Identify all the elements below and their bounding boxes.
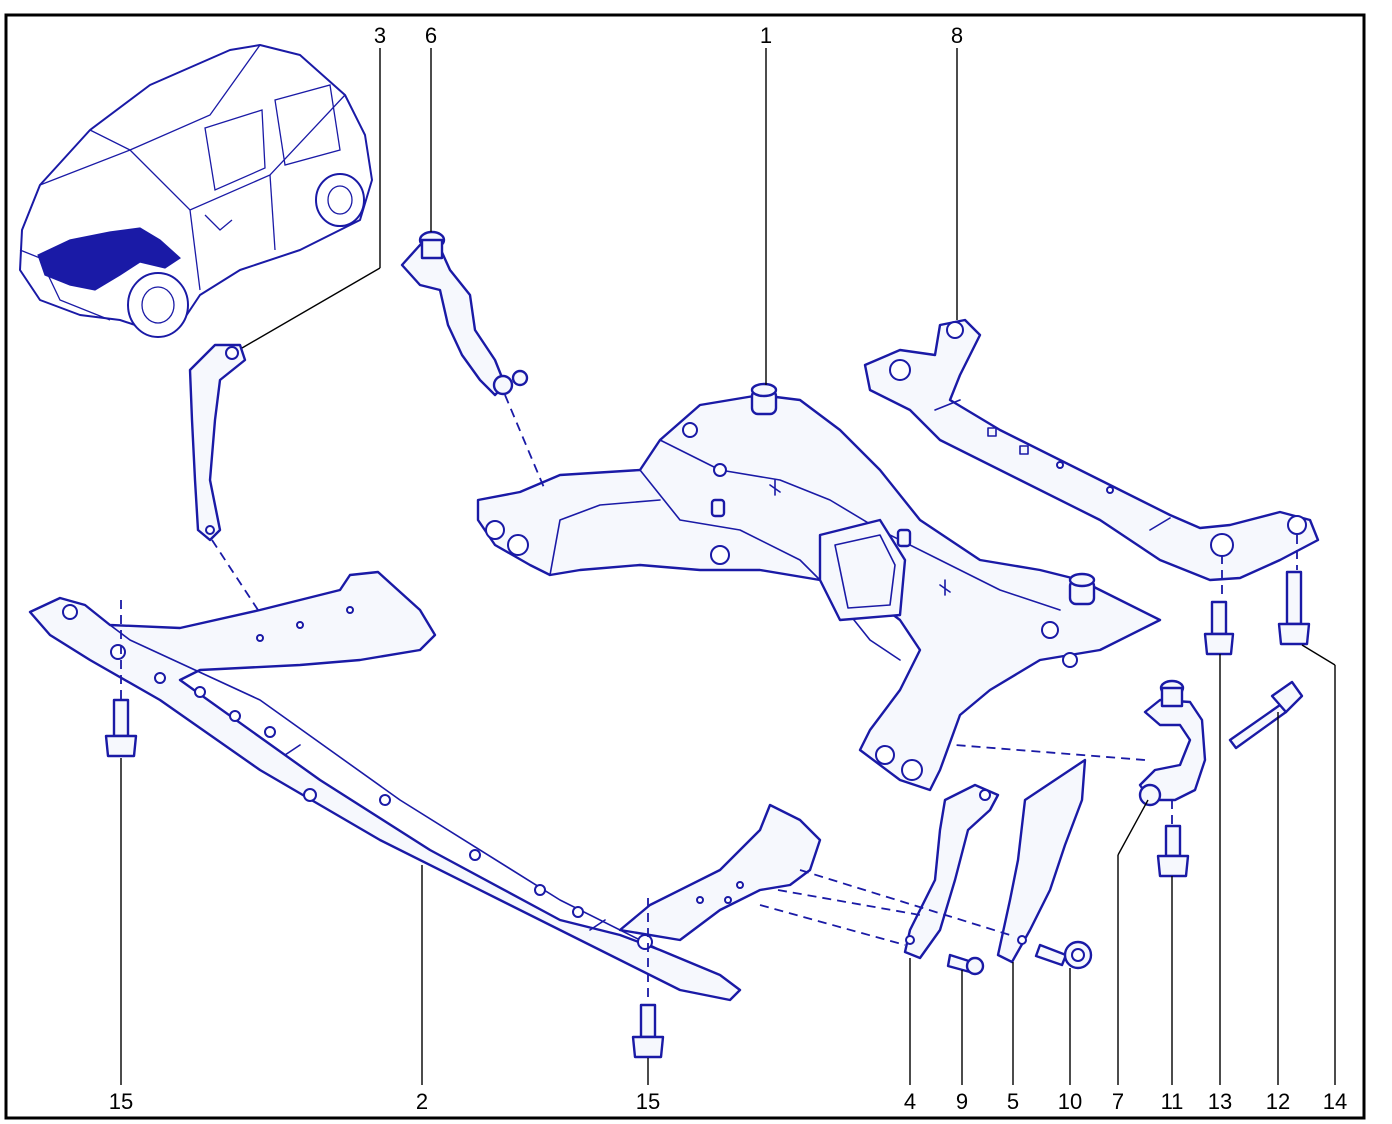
- callout-15-right: 15: [636, 1089, 660, 1114]
- callout-2: 2: [416, 1089, 428, 1114]
- bolt-part-10: [1034, 940, 1093, 970]
- callout-12: 12: [1266, 1089, 1290, 1114]
- callout-labels: 1 8 6 3 15 2 15 4 9 5 10 7 11 13 12 14: [109, 23, 1347, 1114]
- callout-4: 4: [904, 1089, 916, 1114]
- bolt-part-12: [1228, 680, 1304, 750]
- arm-part-6: [400, 230, 529, 397]
- callout-5: 5: [1007, 1089, 1019, 1114]
- crossmember-part-8: [863, 318, 1320, 582]
- subframe-location-highlight: [37, 227, 181, 291]
- assembly-lines: [120, 394, 1298, 1003]
- diagram-frame: [4, 13, 1366, 1120]
- leader-lines: [120, 48, 1336, 1085]
- crossmember-part-2: [28, 570, 822, 1002]
- callout-15-left: 15: [109, 1089, 133, 1114]
- bolt-part-15-left: [104, 698, 138, 758]
- callout-11: 11: [1161, 1089, 1184, 1114]
- bolt-part-11: [1156, 824, 1190, 878]
- callout-9: 9: [956, 1089, 968, 1114]
- callout-10: 10: [1058, 1089, 1082, 1114]
- callout-7: 7: [1112, 1089, 1124, 1114]
- bracket-part-5: [996, 758, 1087, 964]
- bracket-part-3: [188, 343, 247, 542]
- bolt-part-9: [946, 953, 985, 976]
- bolt-part-15-right: [631, 1003, 665, 1059]
- callout-14: 14: [1323, 1089, 1347, 1114]
- bolt-part-13: [1203, 600, 1235, 656]
- subframe-part-1: [476, 382, 1162, 792]
- callout-13: 13: [1208, 1089, 1232, 1114]
- callout-3: 3: [374, 23, 386, 48]
- callout-8: 8: [951, 23, 963, 48]
- bolt-part-14: [1277, 570, 1311, 646]
- callout-6: 6: [425, 23, 437, 48]
- callout-1: 1: [760, 23, 772, 48]
- bracket-part-4: [903, 783, 1000, 960]
- car-locator-icon: [19, 44, 373, 338]
- arm-part-7: [1138, 679, 1207, 807]
